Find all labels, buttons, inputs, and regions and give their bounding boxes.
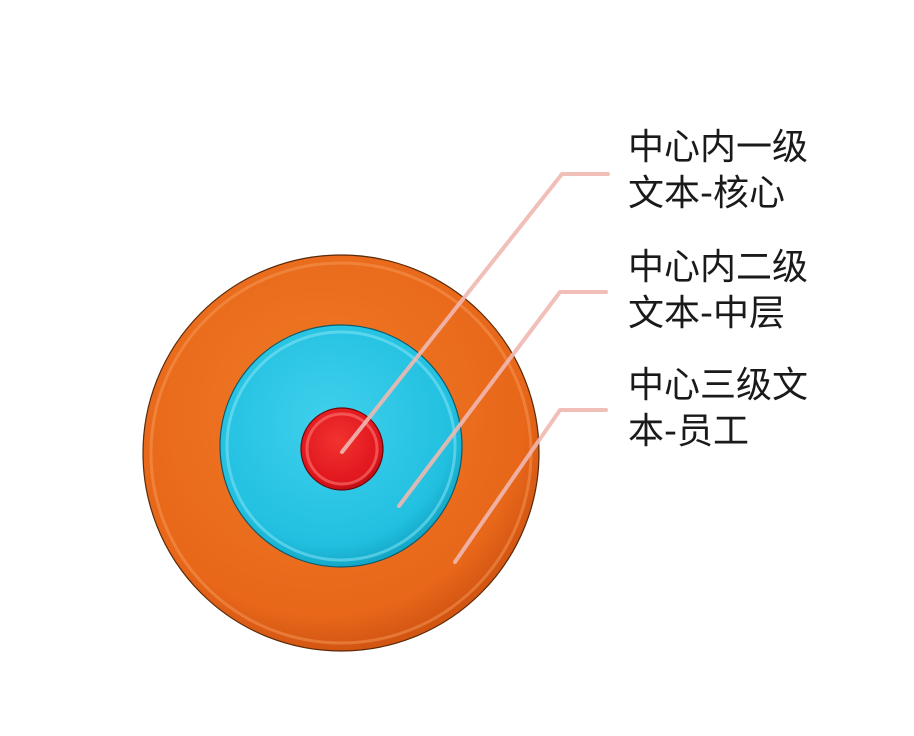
label-middle-line2: 文本-中层 <box>628 293 785 334</box>
middle-ring-highlight <box>225 330 457 562</box>
label-outer-line1: 中心三级文 <box>628 365 809 406</box>
label-middle: 中心内二级 文本-中层 <box>628 245 808 337</box>
core-circle-highlight <box>305 412 379 486</box>
label-outer: 中心三级文 本-员工 <box>628 363 808 455</box>
label-core: 中心内一级 文本-核心 <box>628 125 808 217</box>
label-core-line1: 中心内一级 <box>628 127 809 168</box>
label-core-line2: 文本-核心 <box>628 173 785 214</box>
leader-line-core <box>340 172 610 454</box>
leader-line-outer <box>453 408 608 564</box>
label-outer-line2: 本-员工 <box>628 411 749 452</box>
leader-line-middle <box>397 290 608 508</box>
label-middle-line1: 中心内二级 <box>628 247 809 288</box>
